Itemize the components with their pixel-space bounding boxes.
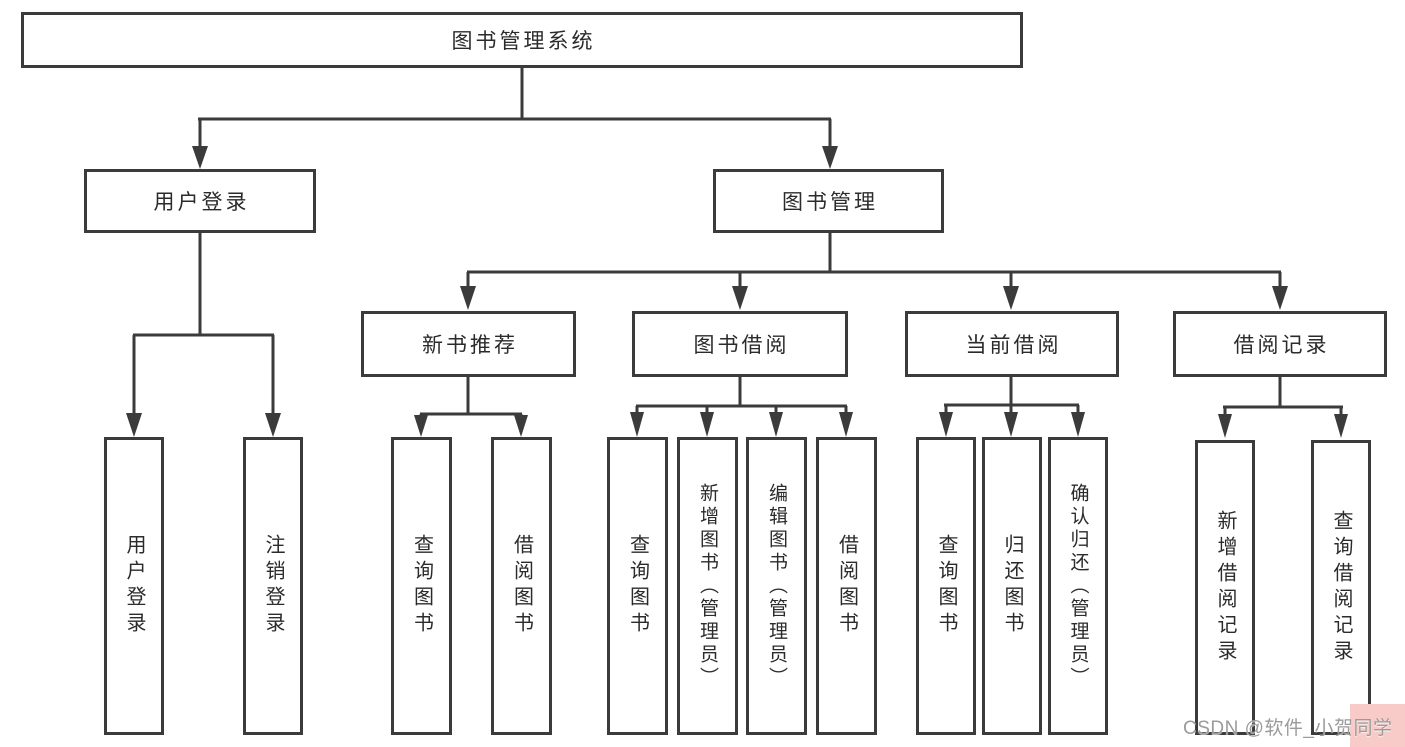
node-book-management: 图书管理 xyxy=(713,169,944,233)
node-leaf-borrow-add-admin: 新增图书（管理员） xyxy=(677,437,738,735)
node-leaf-user-login: 用户登录 xyxy=(104,437,164,735)
node-leaf-user-logout: 注销登录 xyxy=(243,437,303,735)
node-leaf-history-query: 查询借阅记录 xyxy=(1311,440,1371,735)
connector-history-to-leaves xyxy=(1218,376,1348,438)
connector-root-to-level2 xyxy=(192,68,838,169)
connector-bookmgmt-to-level3 xyxy=(460,232,1288,310)
node-user-login-group: 用户登录 xyxy=(84,169,316,233)
node-leaf-borrow-query: 查询图书 xyxy=(607,437,668,735)
node-leaf-borrow-edit-admin: 编辑图书（管理员） xyxy=(746,437,807,735)
node-current-borrow: 当前借阅 xyxy=(905,311,1119,377)
watermark-text: CSDN @软件_小贺同学 xyxy=(1183,718,1393,739)
node-leaf-current-query: 查询图书 xyxy=(916,437,976,735)
node-leaf-newbook-borrow: 借阅图书 xyxy=(491,437,552,735)
node-leaf-current-return: 归还图书 xyxy=(982,437,1042,735)
connector-userlogin-to-leaves xyxy=(126,232,281,437)
connector-current-to-leaves xyxy=(939,376,1085,437)
node-leaf-newbook-query: 查询图书 xyxy=(391,437,452,735)
node-book-borrow: 图书借阅 xyxy=(632,311,848,377)
node-leaf-history-add: 新增借阅记录 xyxy=(1195,440,1255,735)
node-leaf-borrow-borrow: 借阅图书 xyxy=(816,437,877,735)
node-leaf-current-confirm-admin: 确认归还（管理员） xyxy=(1048,437,1108,735)
node-new-book-recommend: 新书推荐 xyxy=(361,311,576,377)
watermark-highlight xyxy=(1350,704,1405,747)
connector-newbook-to-leaves xyxy=(414,376,528,437)
node-borrow-history: 借阅记录 xyxy=(1173,311,1387,377)
connector-borrow-to-leaves xyxy=(630,376,853,437)
node-root: 图书管理系统 xyxy=(21,12,1023,68)
